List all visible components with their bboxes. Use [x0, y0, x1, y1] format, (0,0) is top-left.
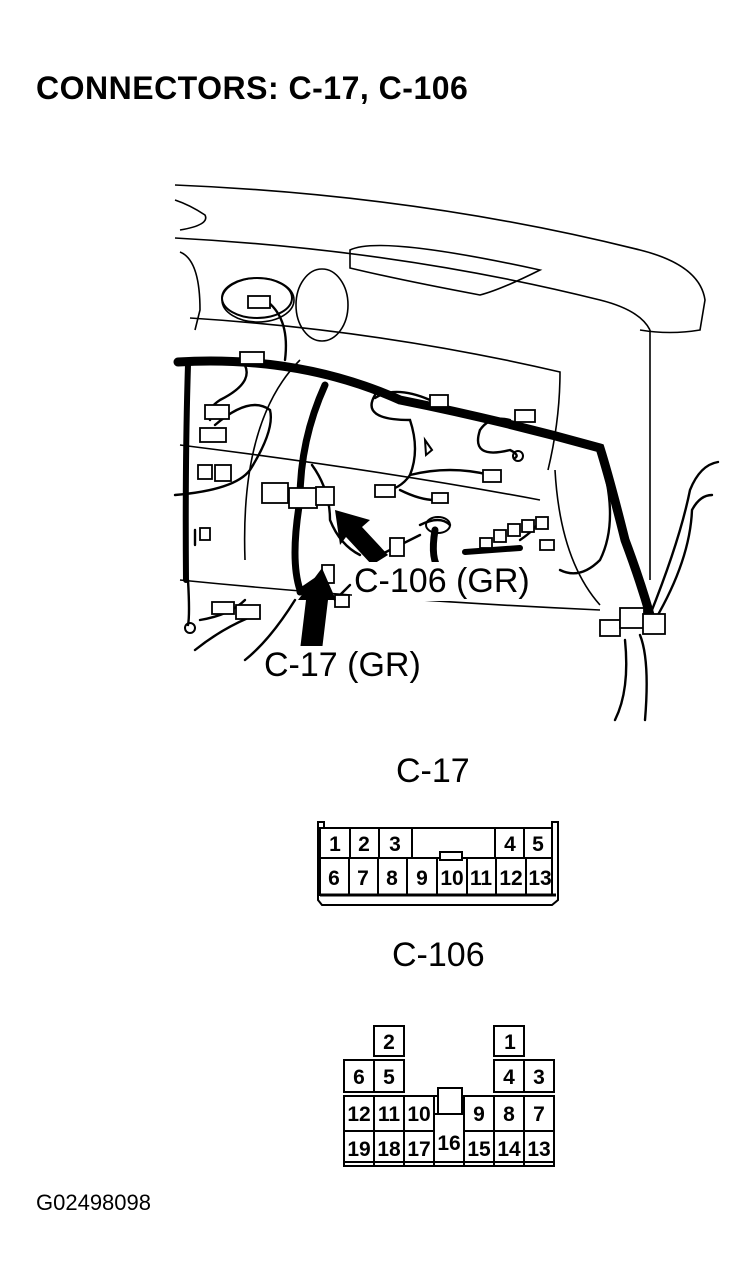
page-title: CONNECTORS: C-17, C-106	[36, 70, 469, 106]
c106-pin-10: 10	[407, 1103, 430, 1126]
c106-pointer-arrow	[335, 510, 388, 565]
c17-connector-face: 1 2 3 4 5 6 7 8 9 10 11 12 13	[317, 821, 559, 906]
c106-pin-18: 18	[377, 1138, 401, 1161]
c106-connector-body	[389, 537, 405, 557]
c17-pin-6: 6	[328, 867, 340, 890]
c17-pin-3: 3	[389, 833, 401, 856]
harness-connector	[261, 482, 289, 504]
c17-pin-7: 7	[357, 867, 369, 890]
connector-highlight-ring	[221, 277, 293, 319]
c17-pin-4: 4	[504, 833, 516, 856]
panel-line-mid	[179, 444, 541, 501]
c106-connector-face	[343, 1025, 555, 1167]
c17-pin-10: 10	[440, 867, 463, 890]
panel-curve	[243, 359, 301, 561]
c106-pin-16: 16	[437, 1132, 460, 1155]
c106-pin-2: 2	[383, 1031, 395, 1054]
c17-pin-1: 1	[329, 833, 341, 856]
c17-pin-8: 8	[386, 867, 398, 890]
c106-pin-19: 19	[347, 1138, 370, 1161]
c17-pin-13: 13	[528, 867, 551, 890]
c17-pin-9: 9	[416, 867, 428, 890]
dashboard-lower-edge	[174, 237, 651, 331]
dash-inner-panel	[189, 317, 561, 471]
c106-pin-12: 12	[347, 1103, 370, 1126]
dashboard-top-edge	[174, 184, 706, 334]
c17-pin-5: 5	[532, 833, 544, 856]
left-harness-drop	[182, 362, 191, 583]
panel-curve-right	[554, 469, 601, 606]
c17-pin-12: 12	[499, 867, 522, 890]
c106-pin-17: 17	[407, 1138, 430, 1161]
c17-pin-2: 2	[358, 833, 370, 856]
c106-pin-6: 6	[353, 1066, 365, 1089]
c17-pin-11: 11	[470, 867, 493, 890]
c106-connector-label: C-106	[392, 936, 485, 974]
c17-connector-label: C-17	[396, 752, 470, 790]
c106-pin-15: 15	[467, 1138, 491, 1161]
dashboard-left-vent	[174, 199, 207, 231]
c106-pin-9: 9	[473, 1103, 485, 1126]
harness-connector	[247, 295, 271, 309]
dash-panel-edge	[179, 251, 201, 331]
c106-pin-1: 1	[504, 1031, 516, 1054]
c17-pointer-arrow	[298, 568, 336, 650]
c106-pin-14: 14	[497, 1138, 521, 1161]
defroster-vent	[349, 244, 543, 296]
c106-pin-5: 5	[383, 1066, 395, 1089]
c17-callout-label: C-17 (GR)	[262, 646, 423, 685]
gauge-opening	[295, 268, 349, 342]
c106-pin-4: 4	[503, 1066, 515, 1089]
figure-code: G02498098	[36, 1190, 151, 1215]
c106-pin-8: 8	[503, 1103, 515, 1126]
c106-pin-11: 11	[378, 1103, 401, 1126]
c106-pin-3: 3	[533, 1066, 545, 1089]
c106-pin-7: 7	[533, 1103, 545, 1126]
wire	[266, 300, 288, 362]
c106-pin-13: 13	[527, 1138, 550, 1161]
c106-callout-label: C-106 (GR)	[352, 562, 532, 601]
main-harness-trunk	[173, 356, 655, 620]
